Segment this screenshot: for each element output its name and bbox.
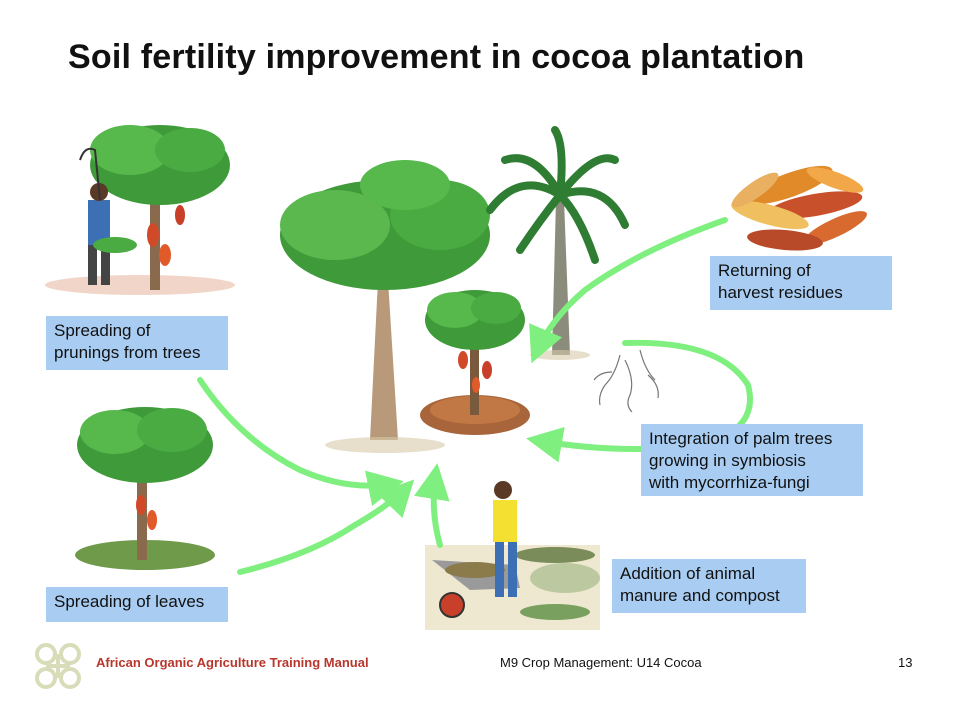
label-harvest-residues: Returning of harvest residues <box>710 256 892 310</box>
footer-module: M9 Crop Management: U14 Cocoa <box>500 655 702 670</box>
label-manure-compost: Addition of animal manure and compost <box>612 559 806 613</box>
wheelbarrow-man-illustration <box>425 481 600 630</box>
arrow-manure <box>414 463 450 548</box>
cocoa-tree-illustration <box>420 290 530 435</box>
mycorrhiza-roots-illustration <box>593 349 659 413</box>
arrow-residues <box>529 217 728 364</box>
arrow-leaves <box>237 479 415 575</box>
arrow-prunings <box>197 377 404 506</box>
label-prunings: Spreading of prunings from trees <box>46 316 228 370</box>
slide-title: Soil fertility improvement in cocoa plan… <box>68 38 805 76</box>
harvest-residues-illustration <box>731 165 867 251</box>
label-palm-integration: Integration of palm trees growing in sym… <box>641 424 863 496</box>
label-leaves: Spreading of leaves <box>46 587 228 622</box>
shade-tree-illustration <box>280 160 490 453</box>
leaf-mulch-tree-illustration <box>75 407 215 570</box>
pruning-farmer-illustration <box>45 125 235 295</box>
footer-manual-title: African Organic Agriculture Training Man… <box>96 655 369 670</box>
footer-page-number: 13 <box>898 655 913 670</box>
manual-logo <box>35 643 81 689</box>
